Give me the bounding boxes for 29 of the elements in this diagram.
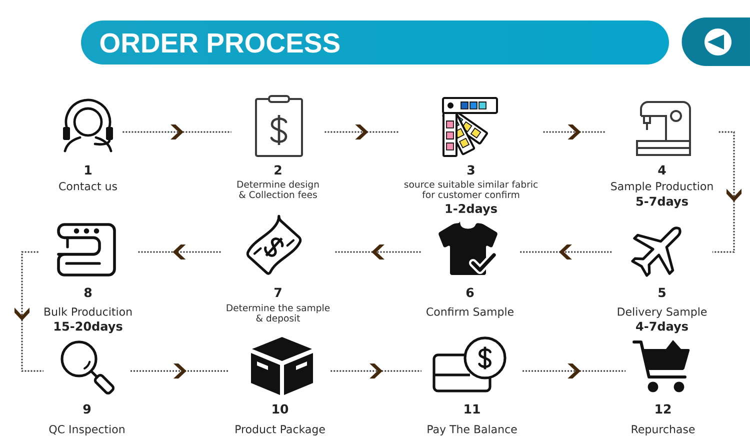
title: ORDER PROCESS — [100, 33, 340, 53]
step-label: Delivery Sample — [618, 307, 707, 318]
duration-label: 4-7days — [636, 321, 688, 334]
step-number: 6 — [466, 288, 474, 298]
step-number: 2 — [274, 165, 282, 174]
step-number: 4 — [658, 165, 666, 174]
step-number: 9 — [83, 404, 91, 414]
step-label: Confirm Sample — [426, 307, 514, 318]
step-number: 1 — [85, 165, 92, 174]
duration-label: 15-20days — [54, 321, 122, 334]
step-label: QC Inspection — [49, 424, 124, 436]
step-label: Determine the sample & deposit — [226, 304, 330, 324]
step-number: 12 — [656, 404, 671, 414]
step-number: 7 — [274, 288, 282, 297]
step-label: Product Package — [236, 424, 325, 436]
step-label: Bulk Producition — [44, 307, 132, 316]
step-number: 3 — [467, 165, 474, 175]
step-label: Contact us — [59, 182, 117, 190]
step-label: Sample Production — [611, 182, 713, 192]
step-number: 5 — [658, 288, 666, 298]
step-label: Determine design & Collection fees — [237, 180, 319, 198]
step-number: 8 — [84, 288, 92, 298]
step-number: 10 — [272, 404, 288, 414]
duration-label: 5-7days — [636, 196, 688, 208]
step-label: Repurchase — [632, 424, 695, 436]
step-label: source suitable similar fabric for customer confirm — [404, 180, 538, 198]
step-number: 11 — [464, 404, 480, 414]
duration-label: 1-2days — [446, 204, 497, 216]
step-label: Pay The Balance — [428, 424, 517, 436]
